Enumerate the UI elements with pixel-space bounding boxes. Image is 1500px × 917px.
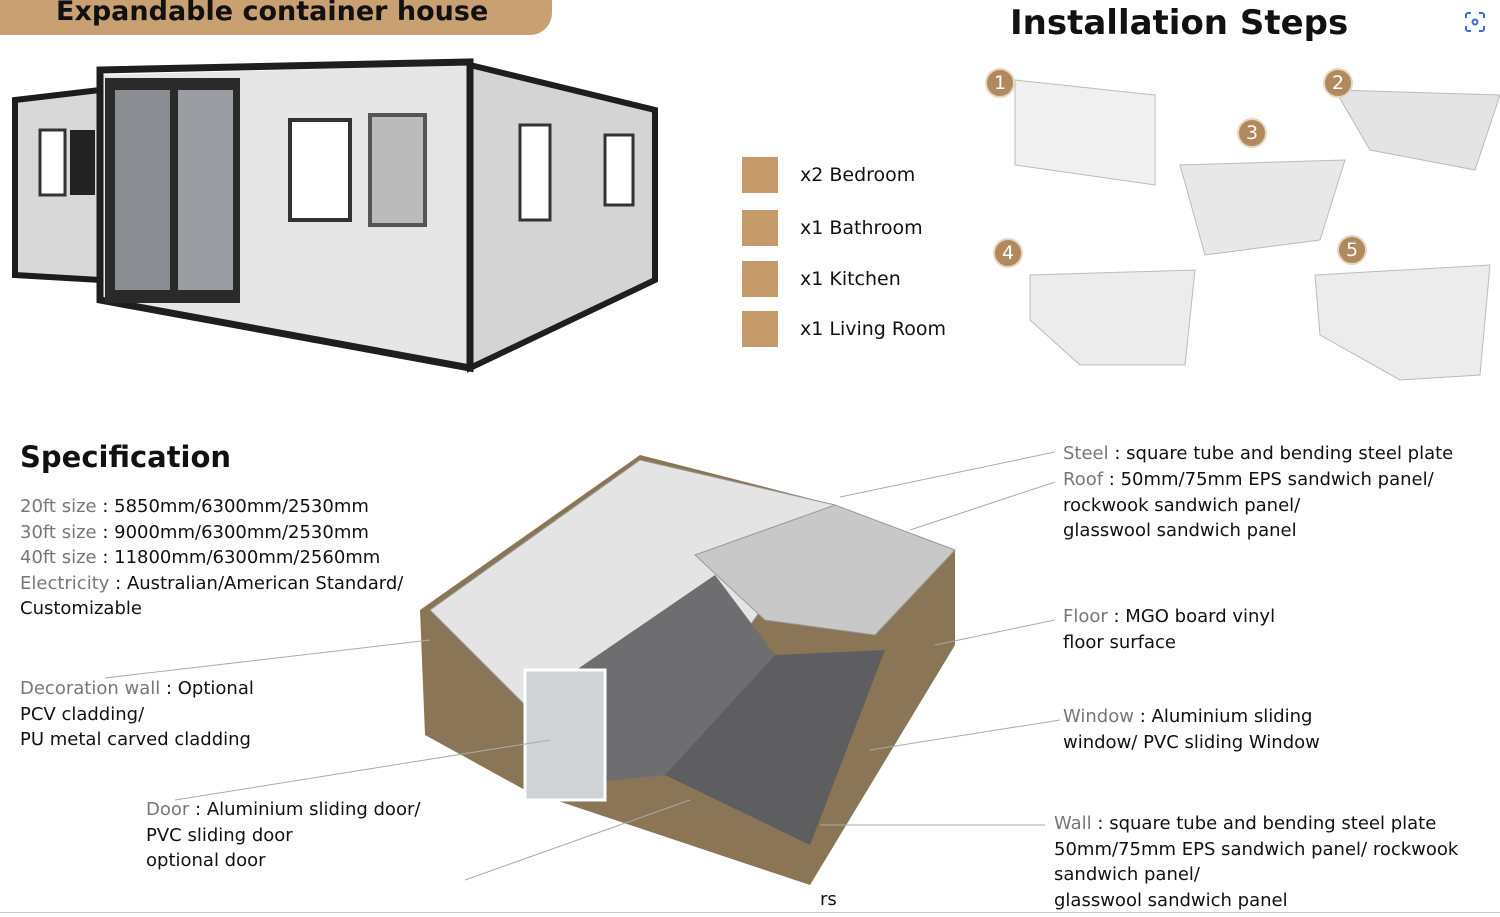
spec-roof: Roof : 50mm/75mm EPS sandwich panel/ roc… — [1063, 467, 1483, 544]
spec-label: 20ft size — [20, 496, 97, 517]
spec-label: Floor — [1063, 606, 1108, 627]
spec-value: Aluminium sliding — [1151, 706, 1313, 727]
spec-value: 50mm/75mm EPS sandwich panel/ rockwook — [1054, 838, 1459, 860]
spec-label: Window — [1063, 706, 1134, 727]
spec-value: floor surface — [1063, 631, 1177, 653]
scan-icon[interactable] — [1464, 11, 1486, 33]
kitchen-icon — [742, 261, 778, 297]
spec-window: Window : Aluminium sliding window/ PVC s… — [1063, 704, 1363, 755]
spec-label: Roof — [1063, 469, 1104, 490]
spec-value: Australian/American Standard/ — [126, 572, 404, 594]
spec-label: Decoration wall — [20, 678, 161, 699]
spec-floor: Floor : MGO board vinyl floor surface — [1063, 604, 1363, 655]
spec-value: PCV cladding/ — [20, 703, 145, 725]
spec-value: Optional — [177, 678, 254, 699]
spec-sizes: 20ft size : 5850mm/6300mm/2530mm 30ft si… — [20, 494, 440, 622]
spec-value: Customizable — [20, 598, 142, 620]
amenity-kitchen: x1 Kitchen — [742, 261, 962, 297]
spec-value: rockwook sandwich panel/ — [1063, 494, 1301, 516]
step-badge: 2 — [1323, 68, 1353, 98]
installation-step-illustrations — [1014, 79, 1500, 381]
spec-decoration: Decoration wall : Optional PCV cladding/… — [20, 676, 320, 753]
amenity-living-room: x1 Living Room — [742, 311, 962, 347]
spec-label: Steel — [1063, 443, 1109, 464]
installation-title: Installation Steps — [1010, 3, 1349, 43]
spec-value: MGO board vinyl — [1125, 606, 1276, 627]
spec-value: square tube and bending steel plate — [1109, 813, 1437, 834]
cropped-text-fragment: rs — [820, 889, 837, 910]
spec-wall: Wall : square tube and bending steel pla… — [1054, 811, 1484, 913]
spec-value: glasswool sandwich panel — [1054, 889, 1288, 911]
shower-icon — [742, 210, 778, 246]
spec-value: 50mm/75mm EPS sandwich panel/ — [1120, 469, 1434, 490]
bed-icon — [742, 157, 778, 193]
step-badge: 3 — [1237, 118, 1267, 148]
spec-steel: Steel : square tube and bending steel pl… — [1063, 443, 1454, 464]
spec-value: square tube and bending steel plate — [1126, 443, 1454, 464]
title-banner: Expandable container house — [0, 0, 552, 35]
spec-label: 40ft size — [20, 547, 97, 569]
amenity-bedroom: x2 Bedroom — [742, 157, 962, 193]
spec-value: 11800mm/6300mm/2560mm — [114, 547, 381, 569]
container-house-photo — [12, 58, 658, 373]
page-title: Expandable container house — [56, 0, 489, 27]
amenity-label: x1 Living Room — [800, 318, 947, 340]
step-badge: 5 — [1337, 235, 1367, 265]
spec-value: 5850mm/6300mm/2530mm — [114, 496, 369, 517]
step-badge: 4 — [993, 238, 1023, 268]
sofa-icon — [742, 311, 778, 347]
spec-label: 30ft size — [20, 521, 97, 543]
spec-value: window/ PVC sliding Window — [1063, 731, 1320, 753]
spec-value: PU metal carved cladding — [20, 729, 251, 751]
amenity-label: x1 Kitchen — [800, 268, 901, 290]
spec-label: Electricity — [20, 572, 110, 594]
specification-title: Specification — [20, 440, 232, 474]
amenity-bathroom: x1 Bathroom — [742, 210, 962, 246]
spec-label: Door — [146, 799, 190, 820]
spec-value: sandwich panel/ — [1054, 864, 1200, 886]
spec-value: glasswool sandwich panel — [1063, 520, 1297, 542]
spec-value: optional door — [146, 850, 266, 872]
spec-label: Wall — [1054, 813, 1092, 834]
amenity-label: x2 Bedroom — [800, 164, 916, 186]
spec-value: Aluminium sliding door/ — [206, 799, 421, 820]
spec-door: Door : Aluminium sliding door/ PVC slidi… — [146, 797, 456, 874]
amenity-label: x1 Bathroom — [800, 217, 923, 239]
spec-value: 9000mm/6300mm/2530mm — [114, 521, 369, 543]
step-badge: 1 — [985, 68, 1015, 98]
bottom-divider — [0, 912, 1500, 913]
spec-value: PVC sliding door — [146, 824, 293, 846]
house-cutaway-illustration — [420, 455, 956, 885]
